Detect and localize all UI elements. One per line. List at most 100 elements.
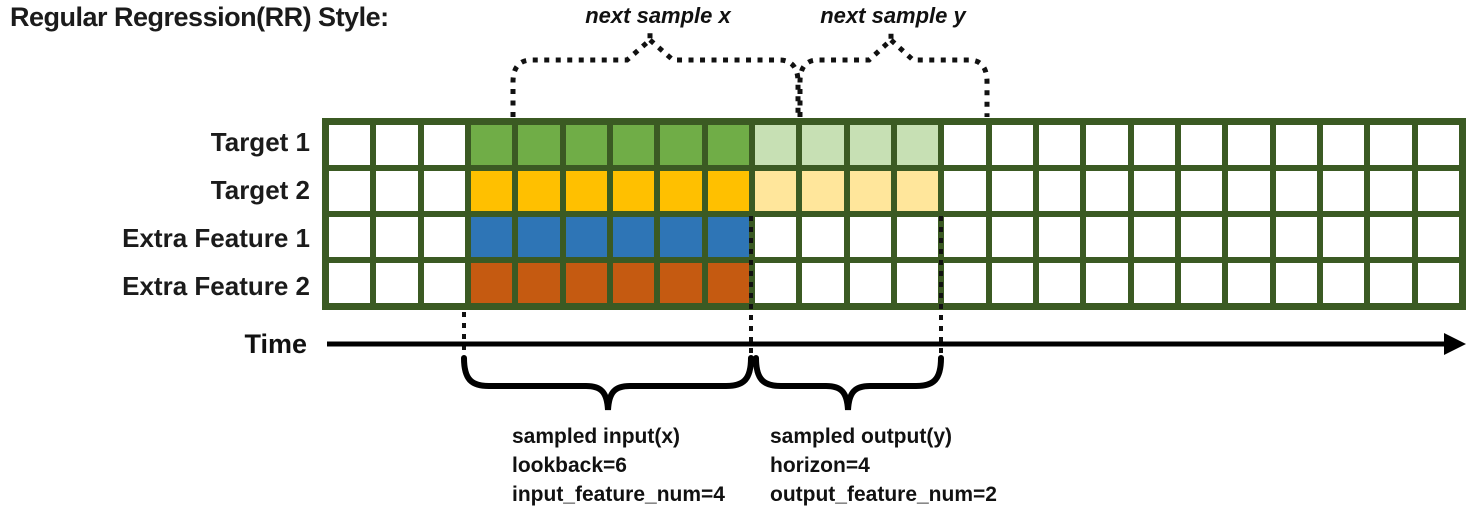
cell-r2-c19 [1180, 171, 1223, 211]
cell-r4-c6 [565, 263, 607, 303]
input-feature-num-value: input_feature_num=4 [512, 483, 725, 506]
cell-r1-c22 [1322, 125, 1365, 165]
cell-r3-c7 [612, 217, 655, 257]
cell-r1-c2 [376, 125, 418, 165]
cell-r1-c3 [423, 125, 465, 165]
cell-r1-c15 [991, 125, 1033, 165]
cell-r1-c11 [802, 125, 844, 165]
cell-r3-c21 [1275, 217, 1317, 257]
cell-r2-c23 [1370, 171, 1412, 211]
row-label-target-2: Target 2 [210, 175, 310, 205]
cell-r3-c22 [1322, 217, 1365, 257]
cell-r2-c15 [991, 171, 1033, 211]
cell-r2-c2 [376, 171, 418, 211]
cell-r4-c18 [1133, 263, 1175, 303]
lookback-value: lookback=6 [512, 454, 627, 477]
cell-r3-c18 [1133, 217, 1175, 257]
cell-r4-c17 [1086, 263, 1128, 303]
cell-r1-c14 [944, 125, 986, 165]
cell-r4-c21 [1275, 263, 1317, 303]
cell-r1-c20 [1228, 125, 1270, 165]
cell-r4-c5 [518, 263, 560, 303]
sampled-input-brace [461, 355, 754, 411]
cell-r1-c5 [518, 125, 560, 165]
sampled-input-annotation: sampled input(x) lookback=6 input_featur… [512, 422, 725, 509]
cell-r2-c22 [1322, 171, 1365, 211]
cell-r2-c14 [944, 171, 986, 211]
time-axis-label: Time [244, 329, 307, 359]
cell-r1-c1 [329, 125, 371, 165]
cell-r3-c8 [660, 217, 702, 257]
diagram-title: Regular Regression(RR) Style: [10, 2, 389, 32]
cell-r3-c10 [754, 217, 797, 257]
sampled-output-brace [753, 355, 944, 411]
cell-r1-c12 [849, 125, 891, 165]
next-sample-y-brace [797, 33, 990, 117]
cell-r1-c13 [896, 125, 939, 165]
cell-r4-c3 [423, 263, 465, 303]
cell-r1-c9 [707, 125, 749, 165]
cell-r2-c3 [423, 171, 465, 211]
cell-r1-c24 [1417, 125, 1459, 165]
cell-r3-c5 [518, 217, 560, 257]
cell-r2-c11 [802, 171, 844, 211]
cell-r2-c13 [896, 171, 939, 211]
cell-r1-c8 [660, 125, 702, 165]
cell-r3-c20 [1228, 217, 1270, 257]
cell-r4-c15 [991, 263, 1033, 303]
cell-r3-c3 [423, 217, 465, 257]
cell-r2-c12 [849, 171, 891, 211]
cell-r2-c4 [470, 171, 513, 211]
cell-r2-c9 [707, 171, 749, 211]
cell-r3-c15 [991, 217, 1033, 257]
sampled-input-title: sampled input(x) [512, 425, 681, 448]
cell-r2-c17 [1086, 171, 1128, 211]
cell-r1-c4 [470, 125, 513, 165]
cell-r3-c13 [896, 217, 939, 257]
horizon-value: horizon=4 [770, 454, 870, 477]
cell-r2-c16 [1038, 171, 1081, 211]
cell-r3-c11 [802, 217, 844, 257]
cell-r4-c9 [707, 263, 749, 303]
cell-r1-c16 [1038, 125, 1081, 165]
cell-r4-c10 [754, 263, 797, 303]
cell-r4-c8 [660, 263, 702, 303]
cell-r2-c8 [660, 171, 702, 211]
cell-r4-c12 [849, 263, 891, 303]
cell-r1-c7 [612, 125, 655, 165]
cell-r3-c17 [1086, 217, 1128, 257]
cell-r4-c19 [1180, 263, 1223, 303]
cell-r3-c9 [707, 217, 749, 257]
cell-r4-c4 [470, 263, 513, 303]
cell-r4-c11 [802, 263, 844, 303]
cell-r3-c23 [1370, 217, 1412, 257]
row-label-extra-feature-1: Extra Feature 1 [122, 223, 310, 253]
next-sample-x-brace [510, 33, 801, 117]
cell-r3-c6 [565, 217, 607, 257]
cell-r1-c21 [1275, 125, 1317, 165]
cell-r1-c23 [1370, 125, 1412, 165]
cell-r4-c20 [1228, 263, 1270, 303]
cell-r4-c13 [896, 263, 939, 303]
cell-r1-c10 [754, 125, 797, 165]
time-axis-arrowhead [1444, 333, 1466, 355]
cell-r4-c24 [1417, 263, 1459, 303]
cell-r4-c2 [376, 263, 418, 303]
cell-r1-c17 [1086, 125, 1128, 165]
cell-r4-c14 [944, 263, 986, 303]
cell-r4-c16 [1038, 263, 1081, 303]
cell-r1-c18 [1133, 125, 1175, 165]
cell-r4-c7 [612, 263, 655, 303]
cell-r1-c19 [1180, 125, 1223, 165]
cell-r2-c10 [754, 171, 797, 211]
cell-r4-c22 [1322, 263, 1365, 303]
cell-r3-c1 [329, 217, 371, 257]
sampled-output-annotation: sampled output(y) horizon=4 output_featu… [770, 422, 997, 509]
cell-r3-c12 [849, 217, 891, 257]
cell-r2-c5 [518, 171, 560, 211]
cell-r2-c20 [1228, 171, 1270, 211]
cell-r1-c6 [565, 125, 607, 165]
next-sample-y-label: next sample y [820, 3, 966, 28]
row-label-extra-feature-2: Extra Feature 2 [122, 271, 310, 301]
